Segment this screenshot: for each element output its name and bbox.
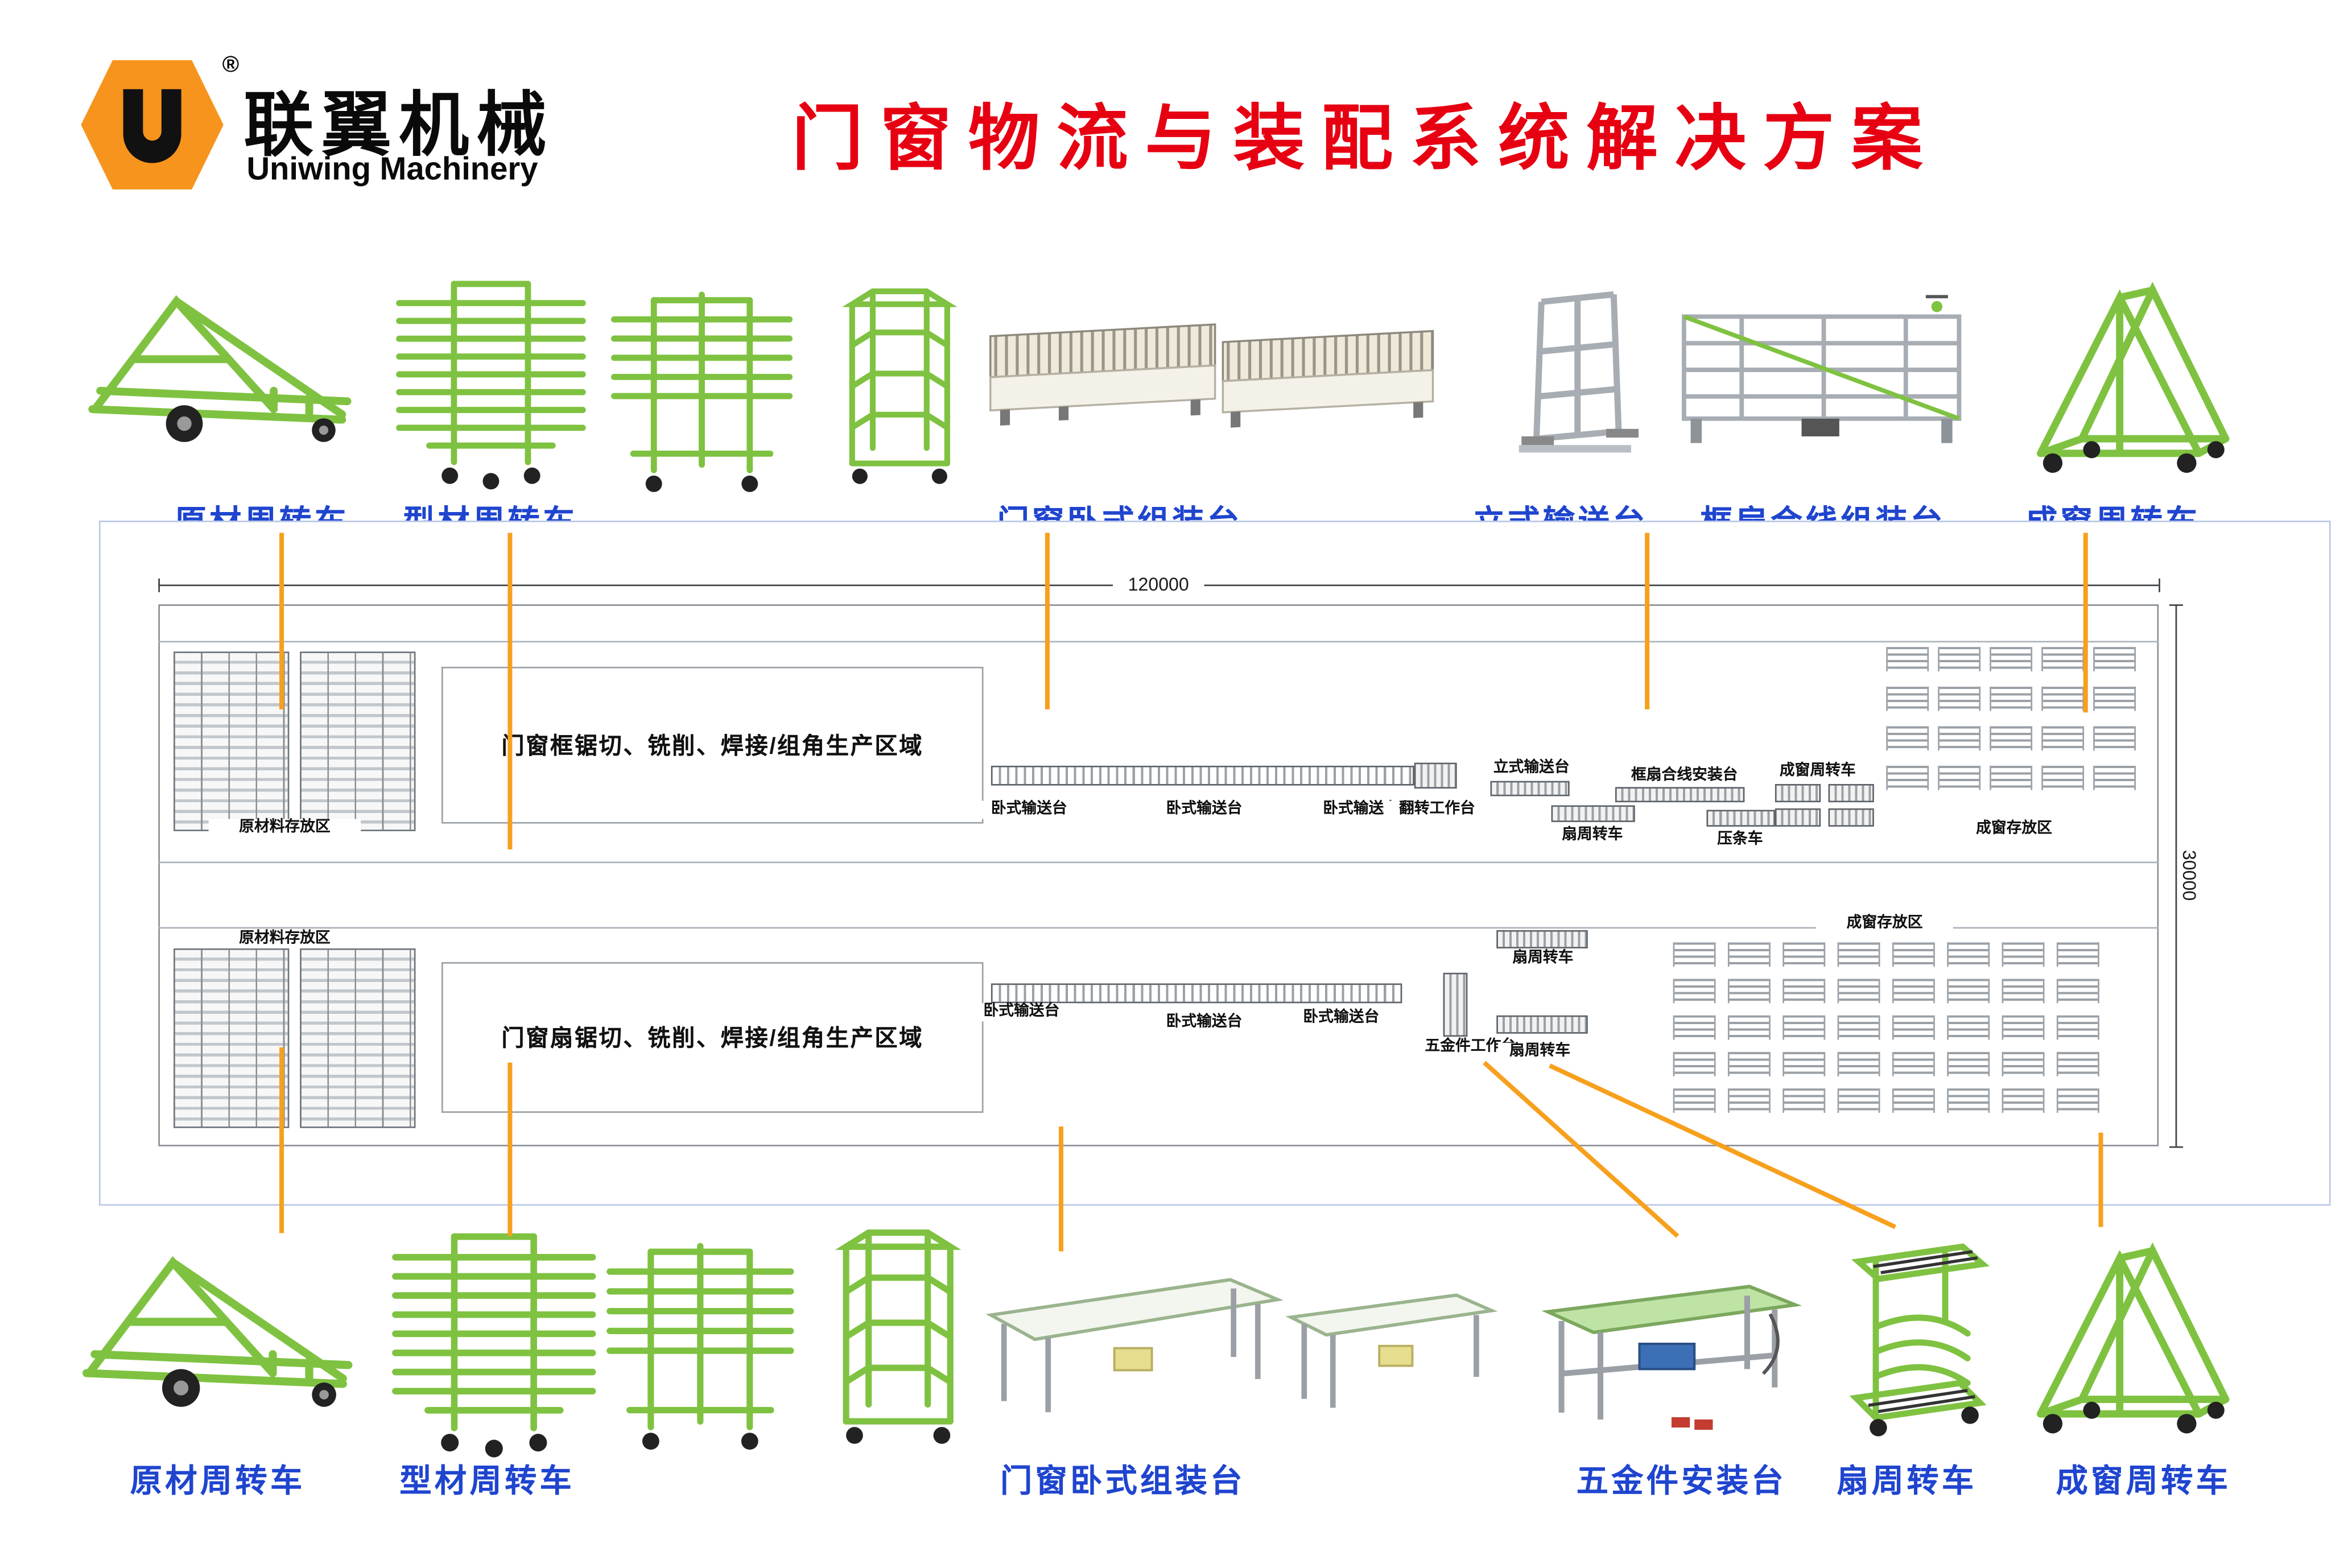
finished-storage-area-top	[1886, 647, 2136, 790]
plan-finished-cart-label: 成窗周转车	[1764, 762, 1871, 781]
profile-rack-sparse-icon	[601, 1236, 799, 1457]
label-raw-material-cart-bottom: 原材周转车	[130, 1464, 306, 1500]
raw-storage-rack	[174, 651, 290, 831]
label-hardware-install-table-bottom: 五金件安装台	[1576, 1464, 1786, 1500]
frame-production-zone: 门窗框锯切、铣削、焊接/组角生产区域	[441, 666, 984, 824]
page-title: 门窗物流与装配系统解决方案	[791, 97, 1940, 179]
frame-conveyor-label-2: 卧式输送台	[1150, 800, 1258, 819]
label-horizontal-assembly-table-bottom: 门窗卧式组装台	[1000, 1464, 1245, 1500]
flip-table-label: 翻转工作台	[1384, 800, 1491, 819]
sash-conveyor-label-2: 卧式输送台	[1150, 1014, 1258, 1033]
sash-production-zone-text: 门窗扇锯切、铣削、焊接/组角生产区域	[501, 1026, 924, 1052]
dimension-line-right	[2175, 604, 2177, 1146]
raw-storage-rack	[300, 651, 416, 831]
a-frame-cart-icon	[2007, 271, 2238, 487]
raw-storage-label-bottom: 原材料存放区	[208, 930, 361, 948]
frame-conveyor-label-1: 卧式输送台	[976, 800, 1083, 819]
plan-sash-cart-label: 扇周转车	[1546, 826, 1639, 845]
label-sash-cart-bottom: 扇周转车	[1837, 1464, 1977, 1500]
sash-production-zone: 门窗扇锯切、铣削、焊接/组角生产区域	[441, 962, 984, 1113]
shelf-cart-icon	[819, 1227, 977, 1453]
sash-cart-icon	[1824, 1227, 1998, 1453]
profile-rack-dense-icon	[383, 1218, 604, 1462]
assembly-table-symbol	[1615, 787, 1745, 803]
shelf-cart-icon	[822, 286, 977, 492]
frame-production-zone-text: 门窗框锯切、铣削、焊接/组角生产区域	[501, 733, 924, 760]
brand-name-en: Uniwing Machinery	[246, 152, 538, 188]
finished-storage-label-top: 成窗存放区	[1947, 820, 2081, 839]
bead-cart-symbol	[1706, 810, 1775, 827]
plan-sash-cart-upper-label: 扇周转车	[1501, 950, 1585, 968]
label-profile-cart-bottom: 型材周转车	[399, 1464, 575, 1500]
profile-rack-sparse-icon	[606, 289, 798, 494]
assembly-machine-icon	[1669, 277, 1979, 482]
brand-name-cn: 联翼机械	[244, 85, 554, 164]
plan-bead-cart-label: 压条车	[1703, 831, 1777, 850]
raw-storage-rack	[174, 948, 290, 1128]
sash-cart-symbol	[1551, 805, 1635, 822]
hardware-worktable-symbol	[1443, 972, 1468, 1037]
plan-sash-cart-lower-label: 扇周转车	[1497, 1042, 1582, 1061]
dimension-height-value: 30000	[2178, 830, 2200, 921]
hardware-table-icon	[1522, 1245, 1821, 1440]
dimension-width-value: 120000	[1112, 573, 1204, 596]
vertical-conveyor-symbol	[1490, 781, 1570, 797]
a-frame-cart-icon	[2007, 1227, 2238, 1453]
raw-storage-rack	[300, 948, 416, 1128]
flip-table-symbol	[1414, 762, 1457, 789]
sash-line-conveyor	[991, 983, 1402, 1004]
trailer-cart-icon	[73, 1236, 370, 1426]
floor-plan: 120000 30000 原材料存放区 门窗框锯切、铣削、焊接/组角生产区域 卧…	[98, 521, 2331, 1206]
trailer-cart-icon	[79, 277, 368, 460]
company-logo-icon	[73, 52, 231, 198]
sash-conveyor-label-3: 卧式输送台	[1288, 1009, 1394, 1028]
finished-storage-area-bottom	[1673, 942, 2099, 1113]
plan-assembly-table-label: 框扇合线安装台	[1612, 767, 1757, 786]
vertical-conveyor-icon	[1504, 271, 1641, 487]
profile-rack-dense-icon	[388, 262, 593, 498]
roller-table-icon	[987, 292, 1455, 472]
label-finished-window-cart-bottom: 成窗周转车	[2056, 1464, 2231, 1500]
plan-vertical-conveyor-label: 立式输送台	[1478, 760, 1585, 778]
frame-line-conveyor	[991, 765, 1414, 786]
raw-storage-label-top: 原材料存放区	[208, 819, 361, 837]
work-table-icon	[982, 1245, 1512, 1435]
sash-conveyor-label-1: 卧式输送台	[968, 1003, 1075, 1022]
plan-boundary	[158, 604, 2159, 1146]
registered-trademark: ®	[222, 51, 240, 78]
finished-storage-label-bottom: 成窗存放区	[1816, 915, 1953, 934]
